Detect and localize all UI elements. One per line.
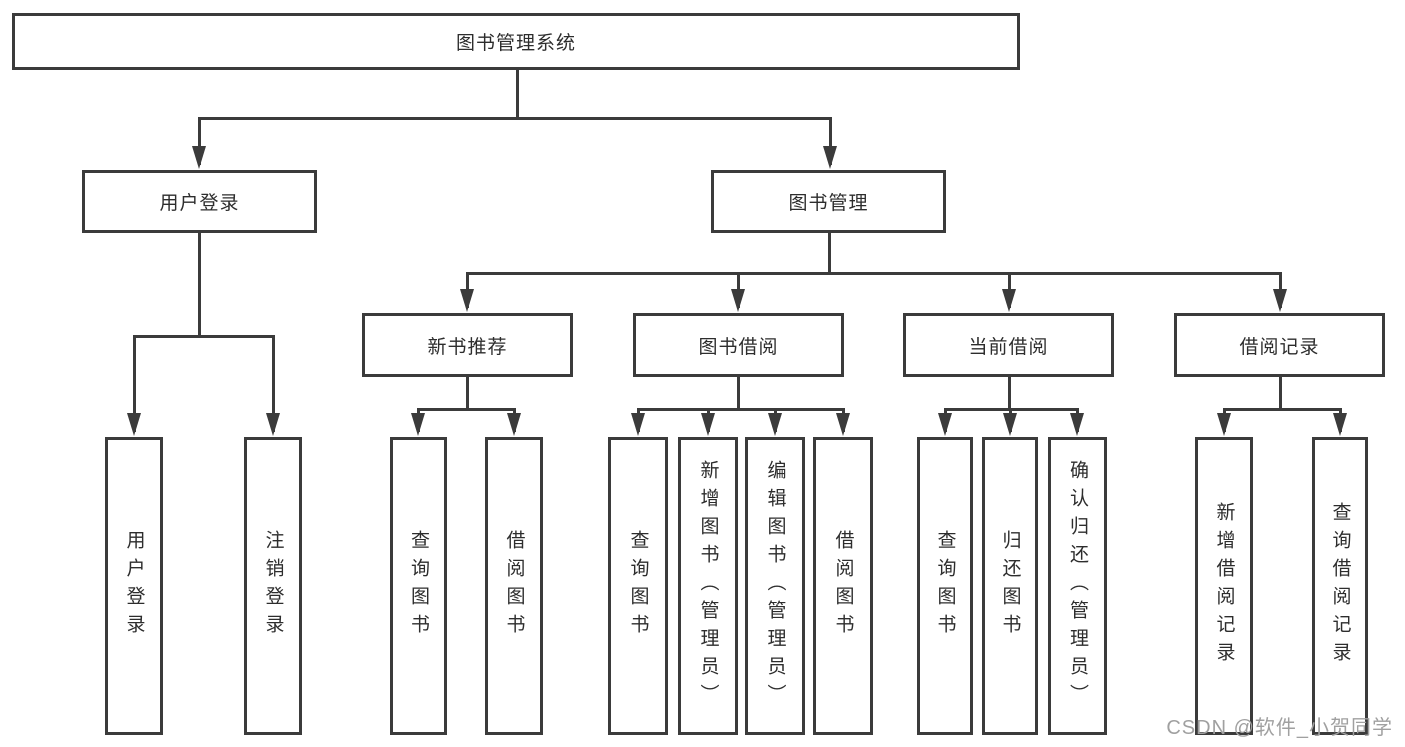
node-leaf-add-book: 新增图书（管理员） (678, 437, 738, 735)
connector-arrow-line (197, 117, 201, 165)
arrowhead-down-icon (768, 413, 782, 436)
node-leaf-return-book: 归还图书 (982, 437, 1038, 735)
arrowhead-down-icon (823, 146, 837, 169)
node-leaf-query-book-1: 查询图书 (390, 437, 447, 735)
node-label-root: 图书管理系统 (455, 33, 576, 54)
arrowhead-down-icon (460, 289, 474, 312)
node-label-leaf-query-book-2: 查询图书 (627, 530, 649, 642)
node-label-new-book-recommend: 新书推荐 (427, 336, 508, 358)
node-current-borrow: 当前借阅 (903, 313, 1114, 377)
node-user-login-group: 用户登录 (82, 170, 317, 233)
node-leaf-query-borrow-record: 查询借阅记录 (1312, 437, 1368, 735)
arrowhead-down-icon (507, 413, 521, 436)
connector-branch (416, 408, 516, 411)
connector-branch (197, 117, 832, 120)
node-leaf-add-borrow-record: 新增借阅记录 (1195, 437, 1253, 735)
connector-stem (197, 233, 201, 338)
node-leaf-borrow-book-1: 借阅图书 (485, 437, 543, 735)
arrowhead-down-icon (701, 413, 715, 436)
connector-arrow-line (828, 117, 832, 165)
arrowhead-down-icon (731, 289, 745, 312)
arrowhead-down-icon (1333, 413, 1347, 436)
node-leaf-confirm-return: 确认归还（管理员） (1048, 437, 1107, 735)
arrowhead-down-icon (411, 413, 425, 436)
connector-arrow-line (132, 335, 136, 432)
arrowhead-down-icon (1217, 413, 1231, 436)
connector-branch (465, 272, 1282, 275)
connector-stem (515, 70, 519, 120)
node-label-current-borrow: 当前借阅 (968, 336, 1049, 358)
node-new-book-recommend: 新书推荐 (362, 313, 573, 377)
arrowhead-down-icon (127, 413, 141, 436)
arrowhead-down-icon (1070, 413, 1084, 436)
watermark: CSDN @软件_小贺同学 (1166, 717, 1393, 739)
connector-stem (1007, 377, 1011, 411)
arrowhead-down-icon (836, 413, 850, 436)
connector-branch (636, 408, 845, 411)
node-leaf-user-login: 用户登录 (105, 437, 163, 735)
node-label-leaf-add-borrow-record: 新增借阅记录 (1213, 502, 1235, 670)
node-leaf-edit-book: 编辑图书（管理员） (745, 437, 805, 735)
node-leaf-borrow-book-2: 借阅图书 (813, 437, 873, 735)
node-label-leaf-return-book: 归还图书 (999, 530, 1021, 642)
arrowhead-down-icon (1003, 413, 1017, 436)
node-label-leaf-borrow-book-1: 借阅图书 (503, 530, 525, 642)
node-book-management: 图书管理 (711, 170, 946, 233)
node-label-leaf-query-book-1: 查询图书 (408, 530, 429, 642)
node-label-leaf-add-book: 新增图书（管理员） (697, 460, 719, 712)
node-label-book-borrow: 图书借阅 (698, 336, 779, 358)
connector-stem (827, 233, 831, 275)
node-root: 图书管理系统 (12, 13, 1020, 70)
node-label-leaf-logout: 注销登录 (262, 530, 284, 642)
connector-branch (1222, 408, 1342, 411)
connector-stem (1278, 377, 1282, 411)
arrowhead-down-icon (631, 413, 645, 436)
node-leaf-logout: 注销登录 (244, 437, 302, 735)
node-label-user-login-group: 用户登录 (159, 193, 240, 214)
connector-arrow-line (271, 335, 275, 432)
arrowhead-down-icon (266, 413, 280, 436)
node-leaf-query-book-3: 查询图书 (917, 437, 973, 735)
connector-stem (736, 377, 740, 411)
arrowhead-down-icon (192, 146, 206, 169)
node-label-book-management: 图书管理 (788, 193, 869, 214)
node-label-borrow-records: 借阅记录 (1239, 336, 1320, 358)
node-label-leaf-confirm-return: 确认归还（管理员） (1067, 460, 1088, 712)
node-label-leaf-borrow-book-2: 借阅图书 (832, 530, 854, 642)
arrowhead-down-icon (1002, 289, 1016, 312)
node-label-leaf-edit-book: 编辑图书（管理员） (764, 460, 786, 712)
arrowhead-down-icon (1273, 289, 1287, 312)
arrowhead-down-icon (938, 413, 952, 436)
node-borrow-records: 借阅记录 (1174, 313, 1385, 377)
connector-stem (465, 377, 469, 411)
connector-branch (132, 335, 275, 338)
node-label-leaf-query-borrow-record: 查询借阅记录 (1329, 502, 1351, 670)
node-leaf-query-book-2: 查询图书 (608, 437, 668, 735)
node-label-leaf-user-login: 用户登录 (123, 530, 145, 642)
node-book-borrow: 图书借阅 (633, 313, 844, 377)
node-label-leaf-query-book-3: 查询图书 (934, 530, 956, 642)
